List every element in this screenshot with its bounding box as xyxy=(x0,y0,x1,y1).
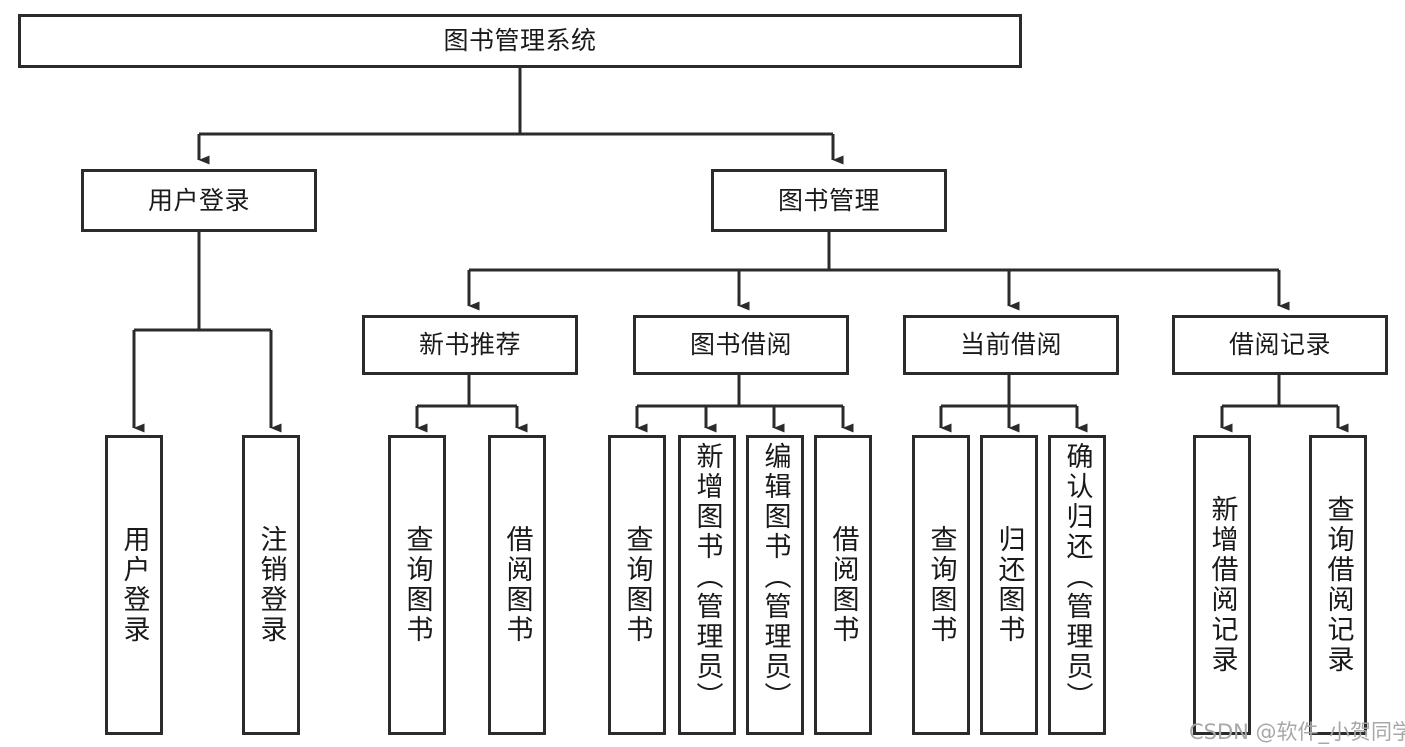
node-label: 归还图书 xyxy=(993,525,1025,645)
node-label: 当前借阅 xyxy=(959,330,1062,360)
node-leaf-query-book-2[interactable]: 查询图书 xyxy=(608,435,666,735)
node-leaf-query-record[interactable]: 查询借阅记录 xyxy=(1309,435,1367,735)
node-label: 借阅图书 xyxy=(501,525,533,645)
node-label: 用户登录 xyxy=(147,185,250,215)
node-label: 注销登录 xyxy=(255,525,287,645)
node-label: 图书管理系统 xyxy=(443,26,597,56)
node-leaf-add-record[interactable]: 新增借阅记录 xyxy=(1193,435,1251,735)
node-label: 用户登录 xyxy=(118,525,150,645)
node-leaf-edit-book[interactable]: 编辑图书（管理员） xyxy=(746,435,804,735)
node-label: 查询借阅记录 xyxy=(1322,495,1354,675)
node-label: 新增借阅记录 xyxy=(1206,495,1238,675)
node-label: 借阅记录 xyxy=(1228,330,1331,360)
node-current-borrow[interactable]: 当前借阅 xyxy=(903,315,1119,375)
node-label: 图书借阅 xyxy=(689,330,792,360)
node-leaf-borrow-book-1[interactable]: 借阅图书 xyxy=(488,435,546,735)
node-leaf-borrow-book-2[interactable]: 借阅图书 xyxy=(814,435,872,735)
node-label: 编辑图书（管理员） xyxy=(759,442,791,712)
node-label: 借阅图书 xyxy=(827,525,859,645)
node-leaf-user-login[interactable]: 用户登录 xyxy=(105,435,163,735)
node-leaf-add-book[interactable]: 新增图书（管理员） xyxy=(678,435,736,735)
node-new-book-recommend[interactable]: 新书推荐 xyxy=(362,315,578,375)
node-leaf-query-book-1[interactable]: 查询图书 xyxy=(388,435,446,735)
node-label: 确认归还（管理员） xyxy=(1061,442,1093,712)
node-book-management-system[interactable]: 图书管理系统 xyxy=(18,14,1022,68)
node-user-login[interactable]: 用户登录 xyxy=(81,169,317,232)
node-leaf-query-book-3[interactable]: 查询图书 xyxy=(912,435,970,735)
node-label: 图书管理 xyxy=(777,185,880,215)
node-label: 查询图书 xyxy=(401,525,433,645)
node-leaf-return-book[interactable]: 归还图书 xyxy=(980,435,1038,735)
node-borrow-record[interactable]: 借阅记录 xyxy=(1172,315,1388,375)
node-label: 新增图书（管理员） xyxy=(691,442,723,712)
node-leaf-confirm-return[interactable]: 确认归还（管理员） xyxy=(1048,435,1106,735)
node-book-borrow[interactable]: 图书借阅 xyxy=(633,315,849,375)
node-label: 查询图书 xyxy=(621,525,653,645)
node-label: 查询图书 xyxy=(925,525,957,645)
node-label: 新书推荐 xyxy=(418,330,521,360)
node-leaf-logout[interactable]: 注销登录 xyxy=(242,435,300,735)
node-book-management[interactable]: 图书管理 xyxy=(711,169,947,232)
